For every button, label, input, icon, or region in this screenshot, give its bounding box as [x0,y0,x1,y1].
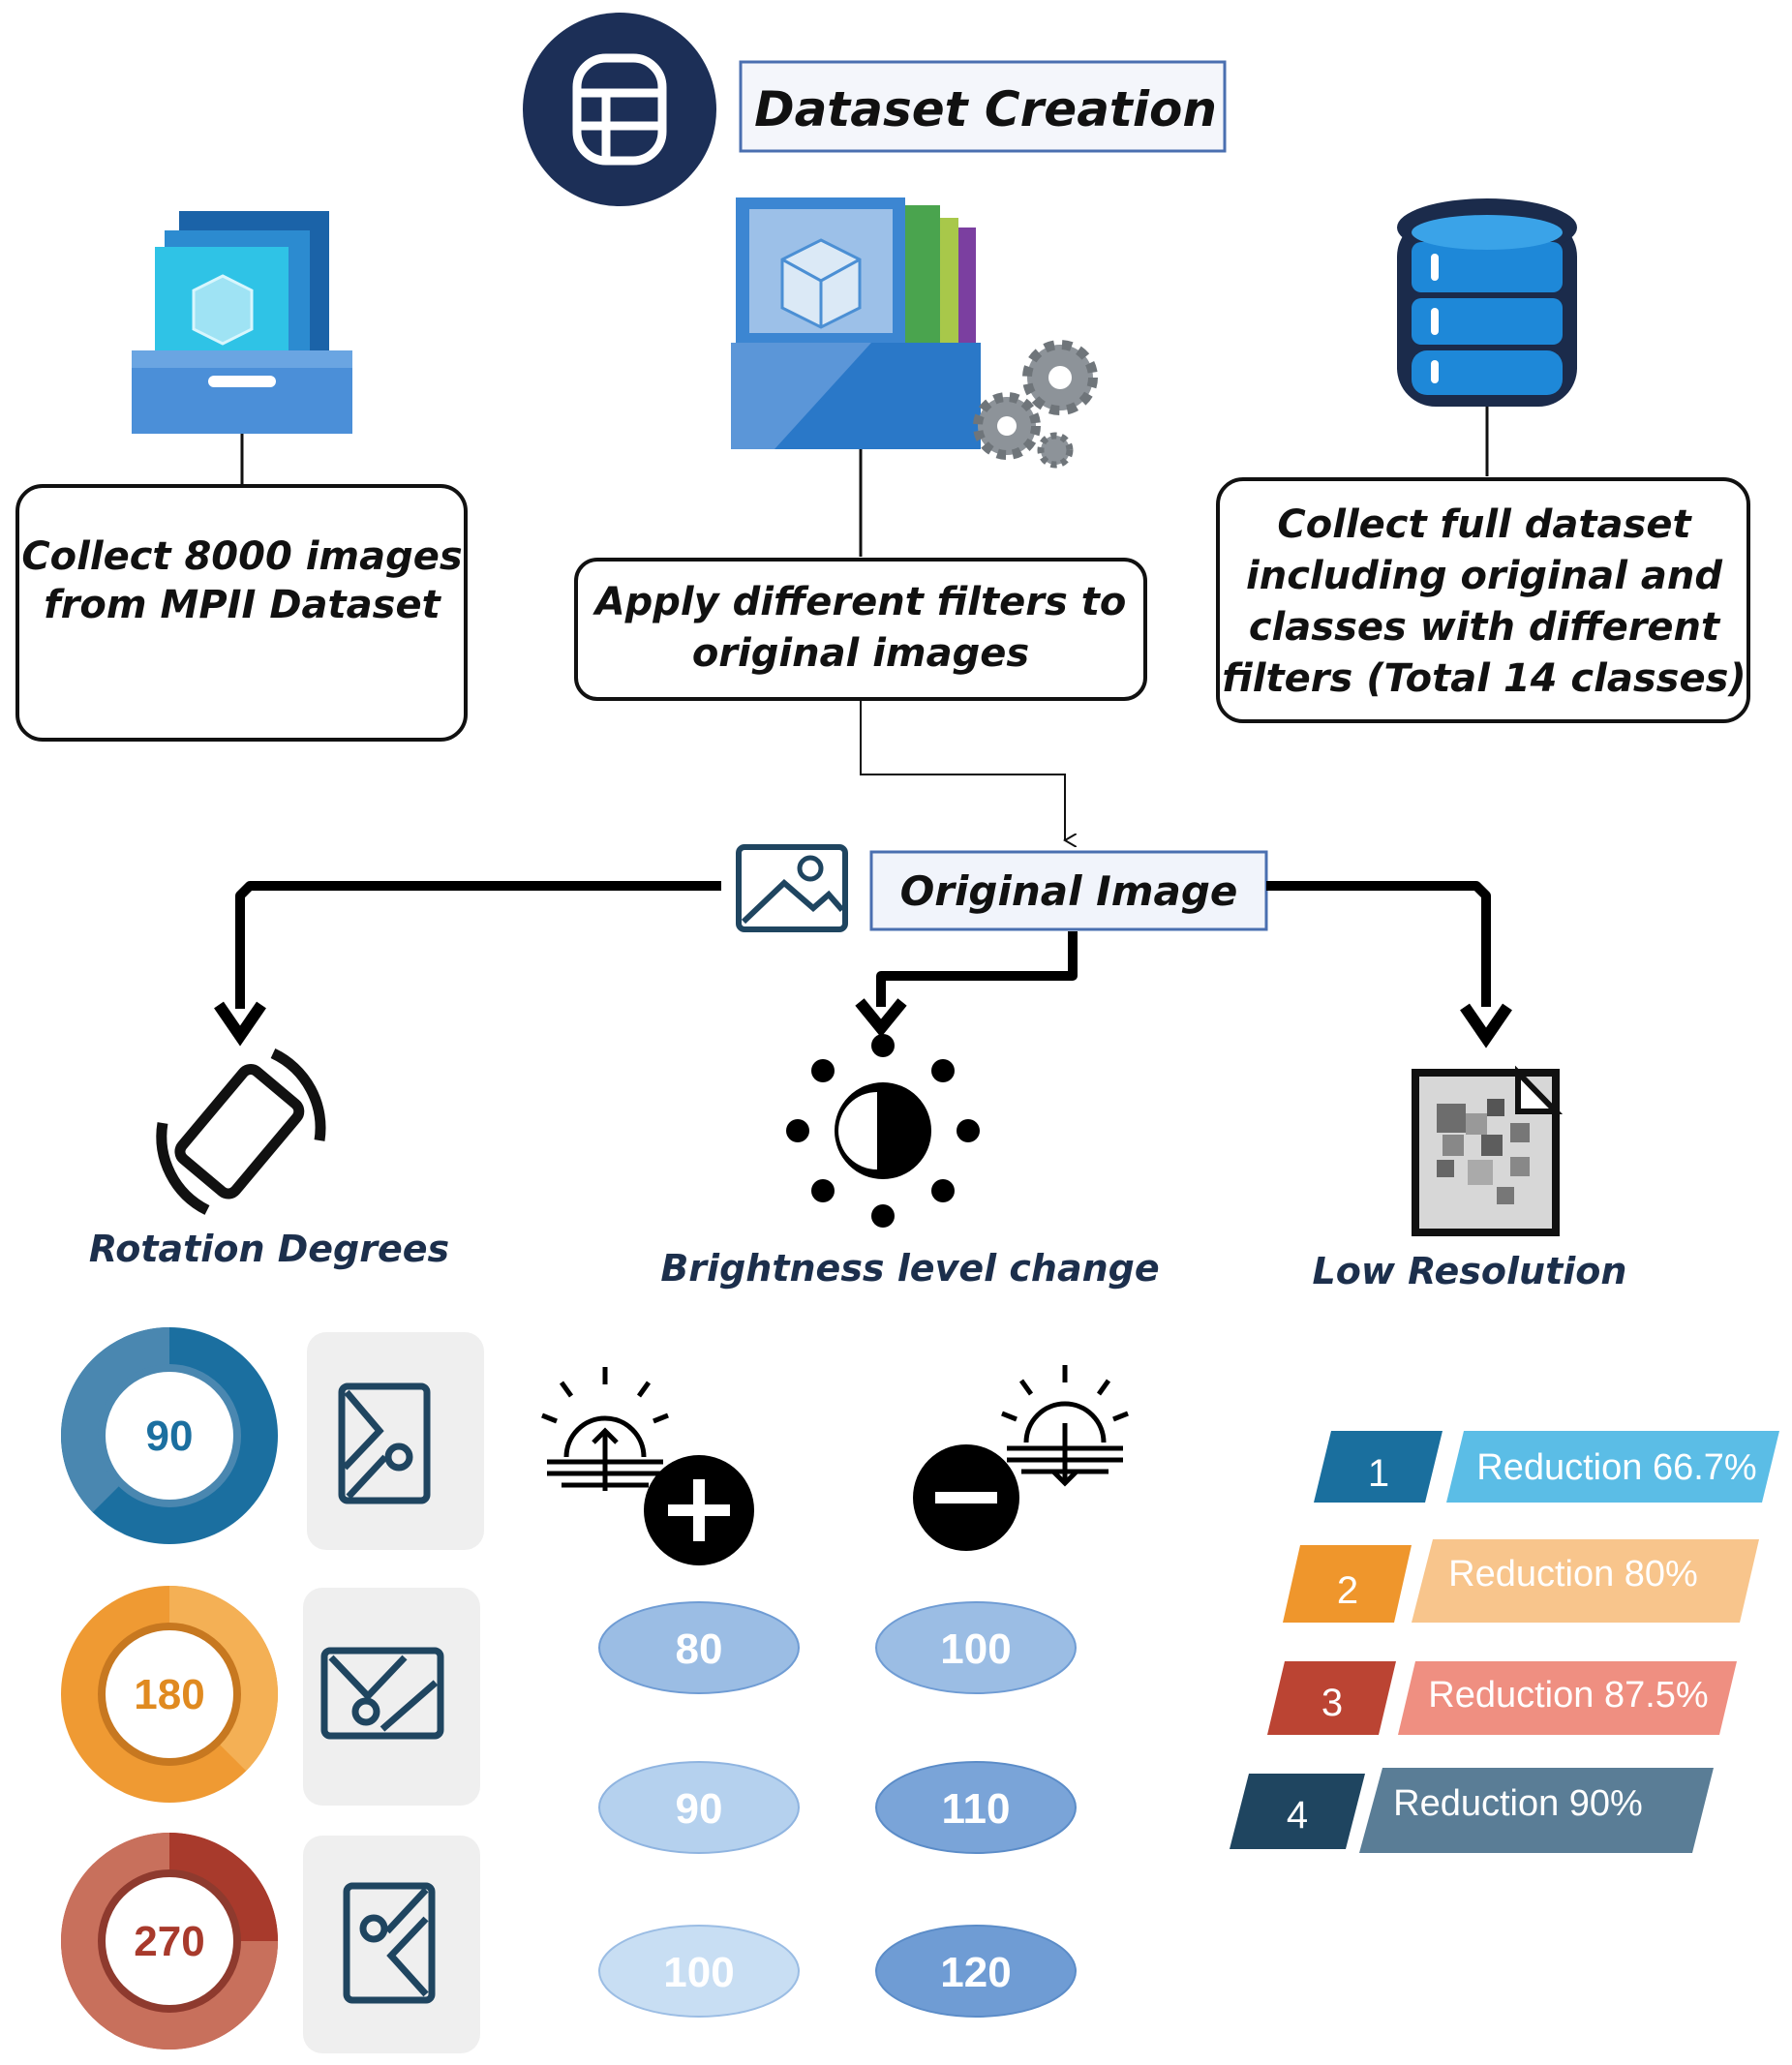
lowres-label: Reduction 80% [1448,1554,1698,1594]
brightness-increase-values: 80 90 100 [598,1601,800,2018]
value-pill [875,1601,1077,1694]
value-pill [875,1761,1077,1854]
value-pill [875,1925,1077,2018]
rotation-list: 90 180 [61,1327,484,2053]
step-text: Collect full dataset [1277,502,1692,547]
rotation-value: 90 [146,1412,194,1460]
connector-arrow [860,699,1065,840]
image-rotated-90-icon [338,1382,431,1504]
brightness-value: 110 [942,1785,1011,1833]
value-pill [598,1925,800,2018]
lowres-item: 2 Reduction 80% [1283,1539,1759,1623]
brightness-decrease: 100 110 120 [875,1365,1129,2018]
value-pill [598,1761,800,1854]
step-text: including original and [1246,554,1722,598]
database-icon [523,13,716,206]
branch-arrows [235,881,1491,1009]
sun-up-plus-icon [541,1367,754,1565]
rotation-item: 90 [61,1327,484,1550]
brightness-decrease-values: 100 110 120 [875,1601,1077,2018]
image-rotated-270-icon [343,1882,436,2004]
lowres-number: 4 [1287,1794,1308,1837]
brightness-icon [786,1034,980,1228]
header: Dataset Creation [523,13,1227,206]
rotation-value: 180 [134,1671,204,1718]
pixelated-file-icon [1412,1065,1564,1236]
step-collect-box: Collect 8000 images from MPII Dataset [15,484,468,742]
rotation-item: 180 [61,1586,480,1806]
rotation-value: 270 [134,1918,204,1965]
rotated-image-card [303,1588,480,1806]
brightness-value: 100 [663,1949,734,1996]
lowres-label: Reduction 87.5% [1428,1675,1708,1716]
database-icon [1397,198,1577,407]
lowres-list: 1 Reduction 66.7% 2 Reduction 80% 3 Redu… [1230,1431,1779,1853]
lowres-item: 1 Reduction 66.7% [1314,1431,1779,1503]
image-rotated-180-icon [320,1647,444,1740]
category-label: Low Resolution [1313,1250,1627,1292]
brightness-value: 90 [676,1785,723,1833]
step-text: from MPII Dataset [44,583,441,627]
lowres-label: Reduction 66.7% [1476,1447,1756,1488]
title-box [739,60,1227,153]
lowres-number: 2 [1337,1569,1358,1612]
brightness-increase: 80 90 100 [541,1367,800,2018]
brightness-value: 120 [940,1949,1011,1996]
rotated-image-card [303,1836,480,2053]
image-folder-gears-icon [731,197,1098,469]
image-archive-icon [132,211,352,434]
step-text: Apply different filters to [592,580,1127,624]
sun-down-minus-icon [913,1365,1129,1551]
page-title: Dataset Creation [754,81,1217,137]
branch-arrowheads [214,998,1512,1048]
brightness-value: 100 [940,1625,1011,1673]
step-filters-box: Apply different filters to original imag… [574,558,1147,701]
category-label: Brightness level change [660,1247,1159,1290]
step-text: Collect 8000 images [21,534,462,579]
value-pill [598,1601,800,1694]
lowres-number: 1 [1368,1452,1389,1495]
lowres-item: 3 Reduction 87.5% [1267,1661,1737,1735]
lowres-number: 3 [1321,1682,1343,1724]
rotated-image-card [307,1332,484,1550]
rotation-item: 270 [61,1833,480,2053]
brightness-value: 80 [676,1625,723,1673]
step-text: original images [692,631,1029,676]
step-text: filters (Total 14 classes) [1222,656,1746,701]
category-label: Rotation Degrees [89,1228,449,1270]
image-icon [736,844,848,932]
lowres-item: 4 Reduction 90% [1230,1768,1714,1853]
lowres-label: Reduction 90% [1393,1783,1643,1824]
rotate-device-icon [156,1048,326,1215]
step-text: classes with different [1249,605,1721,650]
step-full-dataset-box: Collect full dataset including original … [1216,477,1750,723]
original-image-box [869,850,1268,931]
original-image-label: Original Image [900,867,1238,915]
